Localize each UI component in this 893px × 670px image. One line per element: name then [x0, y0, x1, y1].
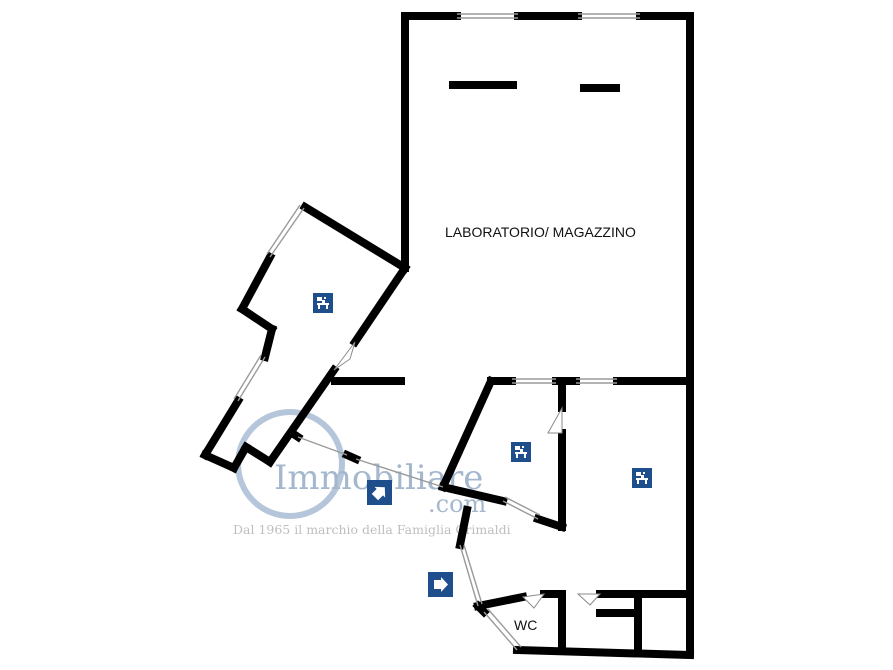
window-diagonal — [297, 436, 444, 488]
door-middle — [547, 406, 563, 434]
window-middle-top — [512, 378, 556, 384]
door-annex — [333, 341, 356, 371]
door-wc-1 — [521, 593, 546, 609]
window-right-top — [576, 378, 617, 384]
desk-workstation-icon — [313, 293, 333, 313]
desk-workstation-icon — [632, 468, 652, 488]
room-label-laboratorio: LABORATORIO/ MAGAZZINO — [445, 224, 636, 240]
doors — [333, 341, 602, 609]
window-wc — [483, 608, 522, 651]
window-top-2 — [578, 13, 640, 19]
watermark-tagline: Dal 1965 il marchio della Famiglia Grima… — [233, 522, 511, 537]
room-label-wc: WC — [514, 617, 537, 633]
windows — [233, 13, 640, 651]
window-top-1 — [457, 13, 518, 19]
walls — [199, 12, 695, 660]
arrow-right-icon — [428, 572, 453, 597]
arrow-up-right-icon — [367, 480, 392, 505]
window-diagonal-2 — [502, 496, 541, 520]
desk-workstation-icon — [511, 442, 531, 462]
door-wc-2 — [576, 593, 602, 606]
window-annex-top — [266, 204, 305, 258]
window-lower-corridor — [459, 544, 483, 607]
window-annex-left — [233, 354, 266, 402]
